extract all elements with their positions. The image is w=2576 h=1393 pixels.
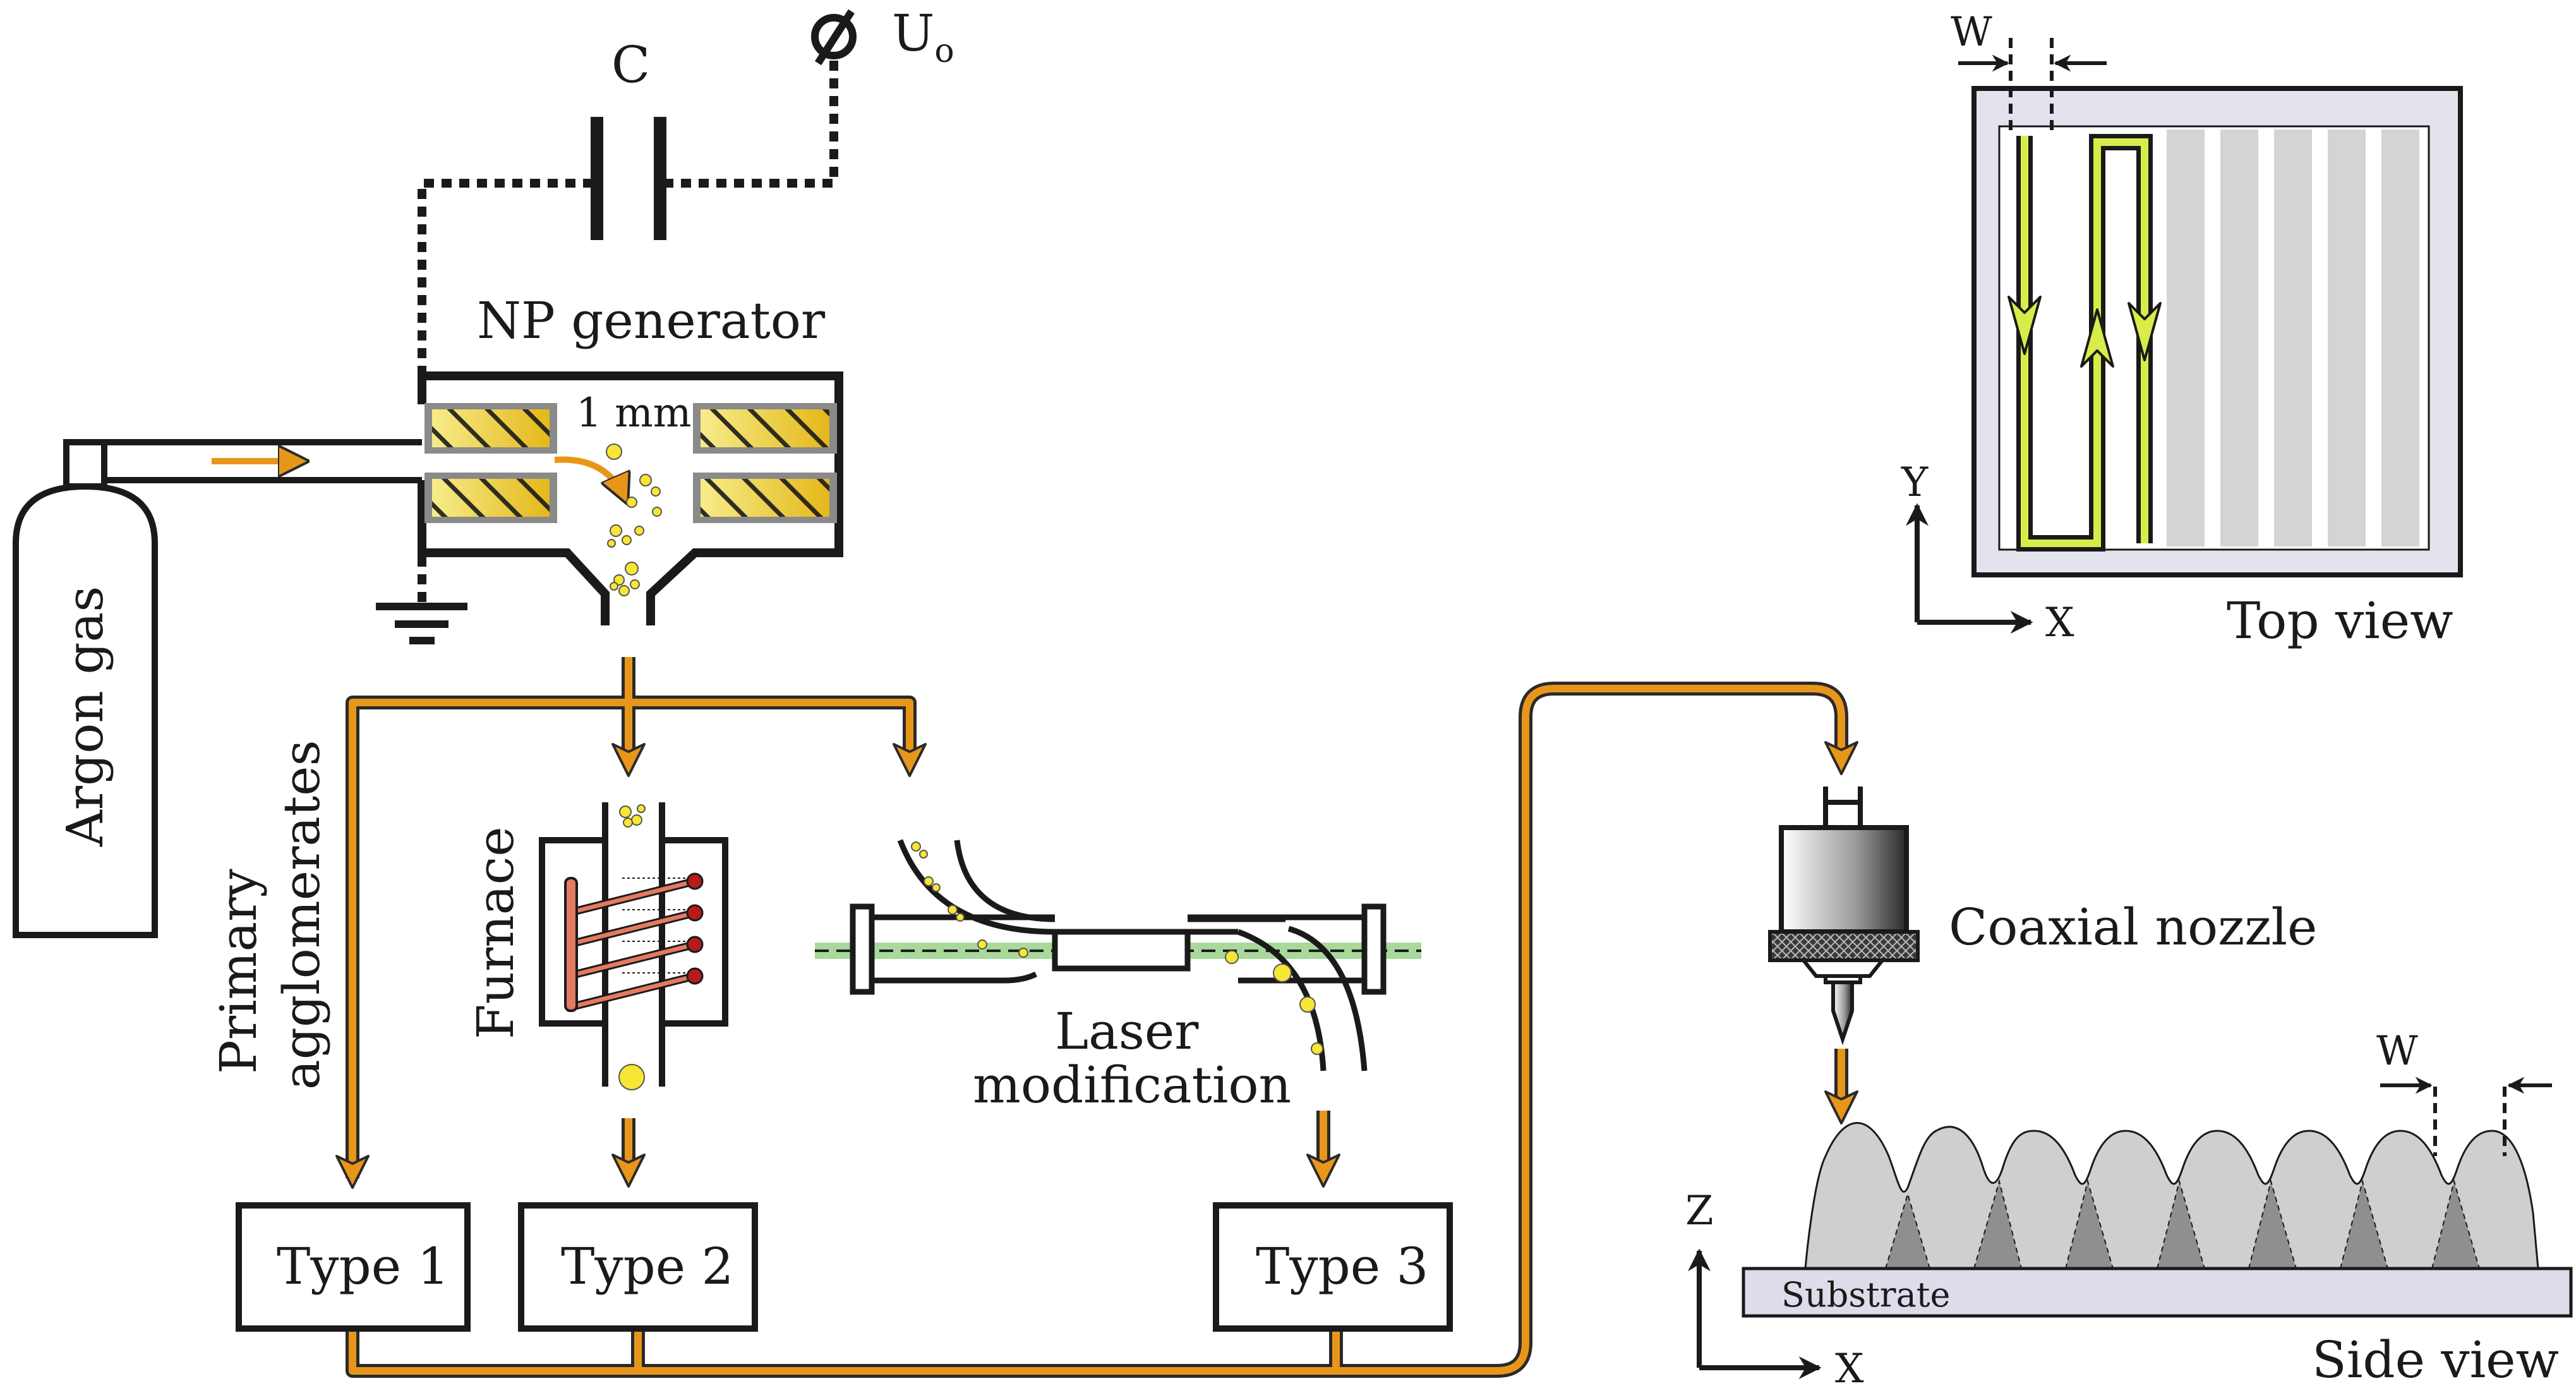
side-view-panel: Substrate W Z X Side view — [1685, 1028, 2573, 1392]
furnace-coil — [564, 872, 704, 1012]
electrode-upper-right — [693, 403, 837, 454]
type-1-label: Type 1 — [277, 1237, 449, 1296]
argon-cylinder — [13, 439, 158, 938]
laser-label-line2: modification — [973, 1056, 1291, 1114]
top-view-label: Top view — [2227, 591, 2453, 650]
capacitor-label: C — [611, 35, 650, 94]
side-view-axis-x: X — [1835, 1346, 1864, 1392]
type-3-box: Type 3 — [1213, 1202, 1453, 1332]
voltage-label: Uo — [892, 4, 954, 70]
gap-label: 1 mm — [576, 390, 691, 437]
voltage-terminal-icon — [811, 9, 857, 66]
type-2-label: Type 2 — [561, 1237, 733, 1296]
primary-agglomerates-label-2: agglomerates — [272, 740, 331, 1090]
coaxial-nozzle — [1768, 787, 1920, 1046]
top-view-width-label: W — [1951, 9, 1992, 56]
top-view-stripes — [2167, 130, 2419, 546]
top-view-panel: W Y X Top view — [1901, 9, 2463, 650]
side-view-axis-z: Z — [1685, 1188, 1713, 1234]
laser-particles — [911, 841, 1323, 1055]
top-view-axes — [1906, 503, 2033, 634]
laser-modification-cell — [815, 839, 1421, 1071]
scan-direction-arrows — [2007, 296, 2162, 368]
top-view-width-marker — [1958, 38, 2107, 133]
side-view-width-label: W — [2376, 1028, 2418, 1075]
laser-label-line1: Laser — [1055, 1002, 1199, 1061]
substrate — [1742, 1267, 2573, 1318]
argon-supply-pipe — [104, 439, 422, 483]
ground-icon — [376, 603, 467, 644]
top-view-axis-x: X — [2045, 600, 2074, 646]
primary-agglomerates-label: Primary — [209, 869, 268, 1074]
electrode-lower-left — [424, 473, 557, 523]
furnace-label: Furnace — [466, 826, 525, 1039]
substrate-label: Substrate — [1781, 1275, 1950, 1315]
electrode-upper-left — [424, 403, 557, 454]
type-3-label: Type 3 — [1256, 1237, 1428, 1296]
argon-label: Argon gas — [56, 586, 114, 847]
generator-particles — [606, 443, 662, 596]
type-2-box: Type 2 — [518, 1202, 758, 1332]
side-view-label: Side view — [2312, 1330, 2559, 1389]
generator-label: NP generator — [477, 291, 826, 350]
furnace — [539, 802, 728, 1090]
top-view-axis-y: Y — [1901, 459, 1929, 506]
nozzle-label: Coaxial nozzle — [1949, 898, 2317, 956]
type-1-box: Type 1 — [236, 1202, 471, 1332]
side-view-width-marker — [2380, 1076, 2552, 1156]
furnace-particles — [618, 804, 646, 1090]
electrode-lower-right — [693, 473, 837, 523]
capacitor-symbol — [591, 117, 666, 240]
generator-circuit — [418, 38, 838, 606]
track-overlaps — [1884, 1179, 2481, 1269]
generator-gas-flow-arrow — [554, 456, 625, 499]
side-view-axes — [1688, 1248, 1822, 1379]
flow-arrowheads — [335, 741, 1858, 1189]
